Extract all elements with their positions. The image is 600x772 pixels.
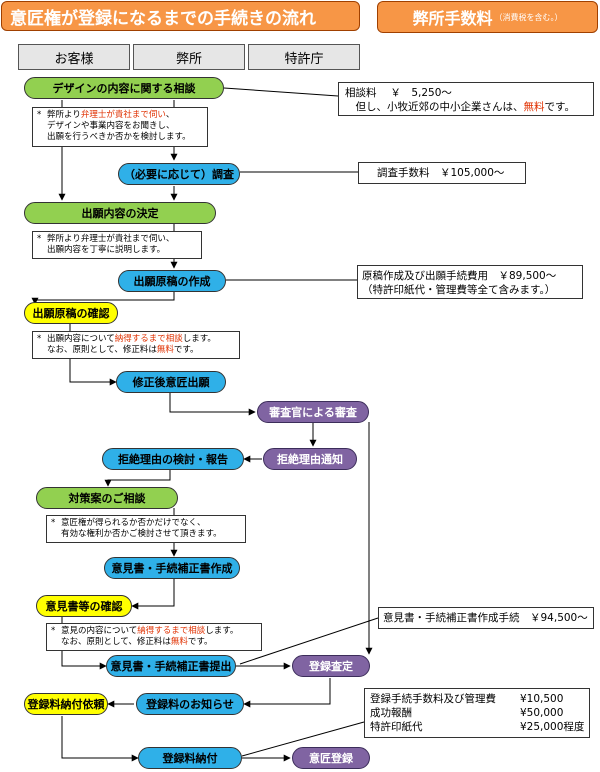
- step-confirm-draft: 出願原稿の確認: [24, 302, 118, 324]
- step-file-application: 修正後意匠出願: [116, 371, 226, 393]
- fee-text: 但し、小牧近郊の中小企業さんは、: [345, 101, 524, 113]
- fee-draft: 原稿作成及び出願手続費用 ￥89,500～ （特許印紙代・管理費等全て含みます。…: [357, 265, 583, 299]
- note-text: です。: [173, 345, 199, 355]
- note-text: 出願内容について: [47, 334, 115, 344]
- step-search: （必要に応じて）調査: [118, 163, 240, 185]
- note-text: 意匠権が得られるか否かだけでなく、: [61, 518, 206, 528]
- fee-text: 原稿作成及び出願手続費用 ￥89,500～: [362, 270, 557, 282]
- step-rejection-notice: 拒絶理由通知: [263, 448, 357, 470]
- fee-opinion: 意見書・手続補正書作成手続 ￥94,500～: [378, 607, 594, 629]
- column-patent-office: 特許庁: [248, 44, 360, 70]
- column-customer: お客様: [18, 44, 130, 70]
- step-design-registration: 意匠登録: [292, 747, 370, 769]
- note-text: 意見の内容について: [61, 626, 138, 636]
- fee-text: です。: [544, 101, 575, 113]
- note-text: 出願を行うべきか否かを検討します。: [47, 132, 191, 142]
- note-consultation: * 弊所より弁理士が貴社まで伺い、 デザインや事業内容をお聞きし、 出願を行うべ…: [32, 107, 208, 147]
- step-design-consultation: デザインの内容に関する相談: [24, 77, 224, 99]
- fee-header: 弊所手数料（消費税を含む。）: [377, 1, 598, 33]
- step-fee-request: 登録料納付依頼: [24, 693, 108, 715]
- note-text: 有効な権利か否かご検討させて頂きます。: [61, 529, 222, 539]
- step-opinion-submit: 意見書・手続補正書提出: [106, 655, 236, 677]
- step-draft: 出願原稿の作成: [118, 270, 226, 292]
- step-rejection-review: 拒絶理由の検討・報告: [102, 448, 244, 470]
- fee-header-note: （消費税を含む。）: [494, 12, 563, 22]
- fee-header-title: 弊所手数料: [412, 9, 493, 28]
- step-fee-notice: 登録料のお知らせ: [136, 693, 244, 715]
- note-bullet: *: [51, 626, 56, 636]
- note-bullet: *: [37, 334, 42, 344]
- fee-highlight: 無料: [523, 101, 545, 113]
- fee-label: 成功報酬: [370, 707, 412, 719]
- step-fee-payment: 登録料納付: [138, 747, 242, 769]
- fee-label: 特許印紙代: [370, 721, 423, 733]
- note-text: です。: [187, 637, 213, 647]
- page-title-text: 意匠権が登録になるまでの手続きの流れ: [10, 8, 316, 29]
- step-examination: 審査官による審査: [257, 401, 369, 423]
- fee-text: 相談料 ￥ 5,250～: [345, 87, 452, 99]
- note-countermeasure: * 意匠権が得られるか否かだけでなく、 有効な権利か否かご検討させて頂きます。: [46, 515, 246, 543]
- note-decision: * 弊所より弁理士が貴社まで伺い、 出願内容を丁寧に説明します。: [32, 231, 202, 259]
- fee-search: 調査手数料 ￥105,000～: [358, 162, 526, 184]
- step-opinion-create: 意見書・手続補正書作成: [104, 557, 240, 579]
- note-draft-confirm: * 出願内容について納得するまで相談します。 なお、原則として、修正料は無料です…: [32, 331, 240, 359]
- note-text: 、: [165, 110, 175, 120]
- note-text: 出願内容を丁寧に説明します。: [47, 245, 166, 255]
- step-opinion-confirm: 意見書等の確認: [36, 595, 132, 617]
- fee-registration-table: 登録手続手数料及び管理費 ¥10,500 成功報酬 ¥50,000 特許印紙代 ¥25…: [370, 692, 584, 734]
- note-text: します。: [182, 334, 216, 344]
- fee-text: （特許印紙代・管理費等全て含みます。）: [362, 284, 556, 296]
- step-countermeasure: 対策案のご相談: [36, 487, 178, 509]
- step-registration-decision: 登録査定: [292, 655, 370, 677]
- fee-consultation: 相談料 ￥ 5,250～ 但し、小牧近郊の中小企業さんは、無料です。: [338, 82, 594, 116]
- fee-value: ¥25,000程度: [520, 721, 585, 733]
- note-text: 弊所より弁理士が貴社まで伺い、: [47, 234, 175, 244]
- note-highlight: 納得するまで相談: [114, 334, 183, 344]
- fee-registration: 登録手続手数料及び管理費 ¥10,500 成功報酬 ¥50,000 特許印紙代 ¥25…: [364, 688, 590, 738]
- note-bullet: *: [51, 518, 56, 528]
- note-opinion-confirm: * 意見の内容について納得するまで相談します。 なお、原則として、修正料は無料で…: [46, 623, 262, 651]
- note-text: 弊所より: [47, 110, 81, 120]
- fee-value: ¥10,500: [520, 693, 564, 705]
- note-text: デザインや事業内容をお聞きし、: [47, 121, 175, 131]
- note-highlight: 弁理士が貴社まで伺い: [80, 110, 166, 120]
- step-decide-content: 出願内容の決定: [24, 202, 216, 224]
- note-bullet: *: [37, 110, 42, 120]
- note-highlight: 納得するまで相談: [137, 626, 206, 636]
- page-title: 意匠権が登録になるまでの手続きの流れ: [1, 1, 360, 31]
- note-text: なお、原則として、修正料は: [47, 345, 157, 355]
- note-text: します。: [205, 626, 239, 636]
- note-highlight: 無料: [156, 345, 174, 355]
- note-bullet: *: [37, 234, 42, 244]
- note-text: なお、原則として、修正料は: [61, 637, 171, 647]
- column-firm: 弊所: [133, 44, 245, 70]
- fee-label: 登録手続手数料及び管理費: [370, 693, 496, 705]
- fee-value: ¥50,000: [520, 707, 564, 719]
- note-highlight: 無料: [170, 637, 188, 647]
